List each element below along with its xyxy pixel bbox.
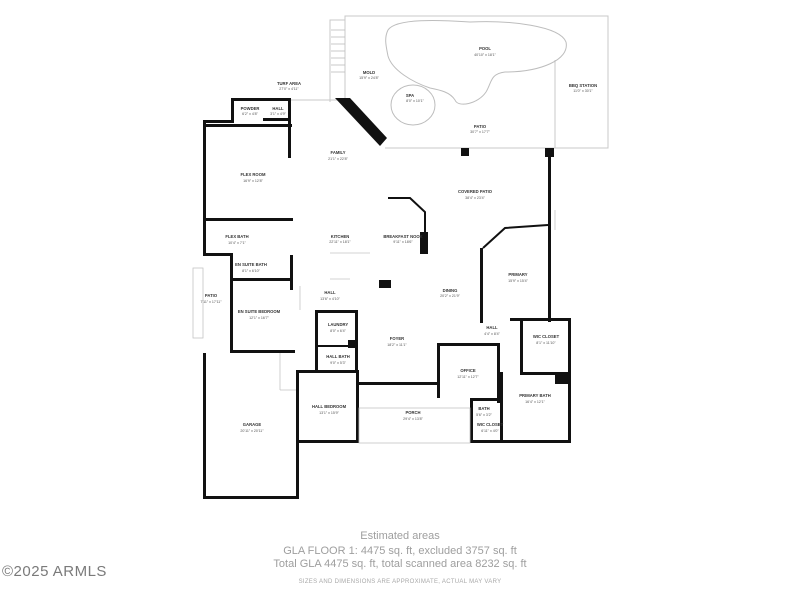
- room-dims-ensuite-bath: 8'1" x 6'10": [242, 269, 260, 273]
- room-label-spa: SPA: [406, 93, 414, 98]
- walls: [203, 98, 571, 499]
- room-dims-patio: 30'7" x 17'7": [470, 130, 490, 134]
- room-label-powder: POWDER: [241, 106, 260, 111]
- room-dims-primary: 15'9" x 15'4": [508, 279, 528, 283]
- gla-floor-line: GLA FLOOR 1: 4475 sq. ft, excluded 3757 …: [283, 545, 517, 557]
- room-labels: POOL 40'10" x 18'1" BBQ STATION 11'0" x …: [200, 46, 597, 433]
- room-dims-bath: 5'6" x 3'2": [476, 413, 492, 417]
- room-dims-flex-bath: 10'4" x 7'1": [228, 241, 246, 245]
- room-dims-covered-patio: 38'4" x 23'4": [465, 196, 485, 200]
- room-dims-turf: 27'0" x 4'11": [279, 87, 299, 91]
- room-label-ensuite-bed: EN SUITE BEDROOM: [238, 309, 281, 314]
- room-label-pool: POOL: [479, 46, 491, 51]
- estimated-areas-title: Estimated areas: [360, 530, 440, 542]
- copyright-logo: ©2025 ARMLS: [2, 563, 107, 580]
- room-label-bbq: BBQ STATION: [569, 83, 597, 88]
- outdoor-deck: [290, 15, 609, 149]
- room-dims-mold: 15'9" x 24'8": [359, 76, 379, 80]
- room-label-flex-bath: FLEX BATH: [225, 234, 248, 239]
- room-label-wic-closet: WIC CLOSET: [477, 422, 504, 427]
- room-label-turf: TURF AREA: [277, 81, 301, 86]
- room-label-wic: WIC CLOSET: [533, 334, 560, 339]
- room-dims-primary-bath: 16'4" x 12'1": [525, 400, 545, 404]
- room-dims-hall-right: 4'4" x 8'4": [484, 332, 500, 336]
- room-label-garage: GARAGE: [243, 422, 262, 427]
- room-label-covered-patio: COVERED PATIO: [458, 189, 493, 194]
- room-dims-porch: 29'4" x 13'8": [403, 417, 423, 421]
- room-label-patio: PATIO: [474, 124, 487, 129]
- room-label-foyer: FOYER: [390, 336, 404, 341]
- room-dims-bbq: 11'0" x 30'1": [573, 89, 593, 93]
- room-label-hall-bath: HALL BATH: [326, 354, 350, 359]
- interior-lines: [192, 210, 556, 444]
- room-label-hall-mid: HALL: [324, 290, 336, 295]
- room-label-patio-side: PATIO: [205, 293, 218, 298]
- room-dims-patio-side: 7'11" x 17'11": [200, 300, 222, 304]
- room-dims-hall-mid: 13'6" x 4'10": [320, 297, 340, 301]
- room-dims-kitchen: 22'11" x 18'1": [329, 240, 351, 244]
- room-dims-wic: 8'1" x 11'10": [536, 341, 556, 345]
- room-dims-office: 12'11" x 12'7": [457, 375, 479, 379]
- room-label-office: OFFICE: [460, 368, 476, 373]
- room-label-laundry: LAUNDRY: [328, 322, 349, 327]
- room-dims-breakfast: 9'11" x 18'6": [393, 240, 413, 244]
- room-dims-wic-closet: 6'11" x 4'0": [481, 429, 499, 433]
- room-label-family: FAMILY: [331, 150, 346, 155]
- room-label-hall-right: HALL: [486, 325, 498, 330]
- room-label-hall-bed: HALL BEDROOM: [312, 404, 347, 409]
- room-label-porch: PORCH: [405, 410, 420, 415]
- room-label-mold: MOLD: [363, 70, 375, 75]
- room-dims-pool: 40'10" x 18'1": [474, 53, 496, 57]
- room-label-primary-bath: PRIMARY BATH: [519, 393, 551, 398]
- room-dims-laundry: 8'0" x 6'4": [330, 329, 346, 333]
- room-dims-powder: 6'2" x 4'8": [242, 112, 258, 116]
- disclaimer: SIZES AND DIMENSIONS ARE APPROXIMATE, AC…: [298, 579, 502, 585]
- room-label-primary: PRIMARY: [508, 272, 527, 277]
- room-label-breakfast: BREAKFAST NOOK: [383, 234, 422, 239]
- room-dims-hall-top: 3'1" x 4'9": [270, 112, 286, 116]
- room-dims-hall-bed: 13'1" x 15'9": [319, 411, 339, 415]
- room-dims-garage: 20'11" x 20'11": [240, 429, 264, 433]
- room-label-hall-top: HALL: [272, 106, 284, 111]
- total-gla-line: Total GLA 4475 sq. ft, total scanned are…: [273, 558, 527, 570]
- room-label-dining: DINING: [443, 288, 458, 293]
- room-dims-hall-bath: 9'0" x 5'3": [330, 361, 346, 365]
- room-dims-family: 21'1" x 22'8": [328, 157, 348, 161]
- room-label-kitchen: KITCHEN: [331, 234, 350, 239]
- room-label-ensuite-bath: EN SUITE BATH: [235, 262, 267, 267]
- room-dims-ensuite-bed: 12'1" x 16'7": [249, 316, 269, 320]
- stairs: [331, 29, 345, 73]
- room-label-flex: FLEX ROOM: [241, 172, 266, 177]
- room-label-bath: BATH: [478, 406, 489, 411]
- room-dims-flex: 16'9" x 12'8": [243, 179, 263, 183]
- pool-outline: [385, 19, 567, 105]
- room-dims-dining: 20'2" x 21'9": [440, 294, 460, 298]
- spa-outline: [390, 84, 436, 126]
- room-dims-spa: 8'0" x 10'1": [406, 99, 424, 103]
- room-dims-foyer: 18'2" x 11'1": [387, 343, 407, 347]
